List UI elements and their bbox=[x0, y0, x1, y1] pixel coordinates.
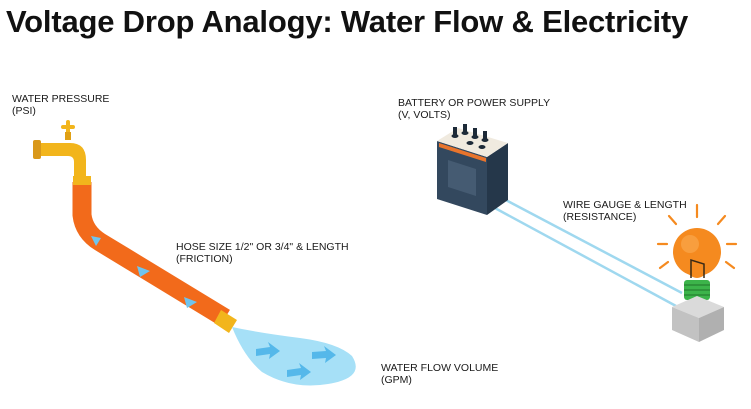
hose-flow-arrows bbox=[91, 236, 197, 308]
battery-label-line2: (V, VOLTS) bbox=[398, 109, 451, 121]
light-bulb-icon bbox=[656, 203, 738, 342]
battery-label-line1: BATTERY OR POWER SUPPLY bbox=[398, 97, 551, 109]
hose-size-label-line2: (FRICTION) bbox=[176, 253, 233, 265]
hose bbox=[72, 176, 237, 333]
water-flow-label: WATER FLOW VOLUME (GPM) bbox=[381, 362, 498, 386]
wire-label: WIRE GAUGE & LENGTH (RESISTANCE) bbox=[563, 199, 687, 223]
wire-label-line2: (RESISTANCE) bbox=[563, 211, 637, 223]
faucet-icon bbox=[33, 120, 86, 178]
wires bbox=[492, 196, 683, 308]
water-puddle bbox=[232, 327, 356, 386]
hose-size-label-line1: HOSE SIZE 1/2" OR 3/4" & LENGTH bbox=[176, 241, 349, 253]
battery-icon bbox=[437, 124, 508, 215]
water-pressure-label-line1: WATER PRESSURE bbox=[12, 93, 110, 105]
hose-size-label: HOSE SIZE 1/2" OR 3/4" & LENGTH (FRICTIO… bbox=[176, 241, 349, 265]
water-pressure-label-line2: (PSI) bbox=[12, 105, 36, 117]
water-pressure-label: WATER PRESSURE (PSI) bbox=[12, 93, 109, 117]
battery-label: BATTERY OR POWER SUPPLY (V, VOLTS) bbox=[398, 97, 550, 121]
diagram-title: Voltage Drop Analogy: Water Flow & Elect… bbox=[6, 4, 689, 39]
wire-label-line1: WIRE GAUGE & LENGTH bbox=[563, 199, 687, 211]
water-flow-label-line1: WATER FLOW VOLUME bbox=[381, 362, 499, 374]
water-flow-label-line2: (GPM) bbox=[381, 374, 412, 386]
